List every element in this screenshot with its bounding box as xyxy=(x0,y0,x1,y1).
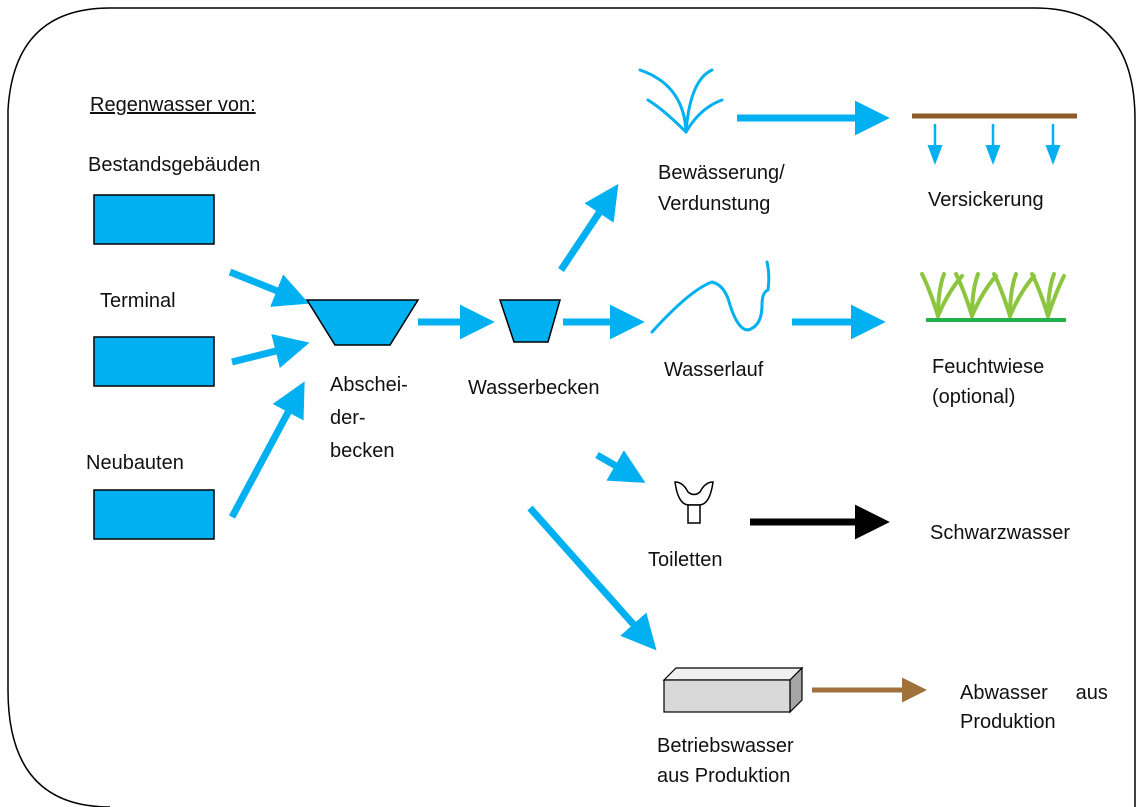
sprinkler-spray-icon xyxy=(638,68,724,134)
grass-tufts-icon xyxy=(920,272,1066,322)
arrow-basin-to-irrigation xyxy=(558,183,619,272)
label-process-water-line2: aus Produktion xyxy=(657,765,791,787)
arrow-basin-to-toilets xyxy=(595,450,646,483)
separator-basin-icon xyxy=(305,299,420,346)
rain-title: Regenwasser von: xyxy=(90,94,256,116)
diagram-frame xyxy=(7,7,1136,807)
label-watercourse: Wasserlauf xyxy=(664,359,764,381)
label-wet-meadow-line1: Feuchtwiese xyxy=(932,356,1045,378)
toilet-icon xyxy=(674,481,714,524)
building-existing-icon xyxy=(93,194,215,245)
label-toilets: Toiletten xyxy=(648,549,723,571)
infiltration-ground-icon xyxy=(912,113,1077,165)
label-separator-line1: Abschei- xyxy=(330,374,408,396)
label-separator-line2: der- xyxy=(330,407,366,429)
arrow-new-to-separator xyxy=(228,381,305,519)
label-wet-meadow-line2: (optional) xyxy=(932,386,1016,408)
label-separator-line3: becken xyxy=(330,440,395,462)
label-wastewater-line1: Abwasser aus xyxy=(960,682,1108,704)
label-blackwater: Schwarzwasser xyxy=(930,522,1071,544)
label-process-water-line1: Betriebswasser xyxy=(657,735,794,757)
building-new-icon xyxy=(93,489,215,540)
label-infiltration: Versickerung xyxy=(928,189,1044,211)
label-water-basin: Wasserbecken xyxy=(468,377,600,399)
label-existing-buildings: Bestandsgebäuden xyxy=(88,154,261,176)
label-new-buildings: Neubauten xyxy=(86,452,184,474)
winding-stream-icon xyxy=(650,260,771,334)
arrow-terminal-to-separator xyxy=(231,334,310,369)
arrow-basin-to-production xyxy=(527,505,657,651)
water-basin-icon xyxy=(498,299,561,343)
label-wastewater-line2: Produktion xyxy=(960,711,1056,733)
label-irrigation-line1: Bewässerung/ xyxy=(658,162,785,184)
arrow-existing-to-separator xyxy=(228,268,310,307)
label-irrigation-line2: Verdunstung xyxy=(658,193,771,215)
building-terminal-icon xyxy=(93,336,215,387)
grey-box-3d-icon xyxy=(662,666,804,714)
label-terminal: Terminal xyxy=(100,290,176,312)
